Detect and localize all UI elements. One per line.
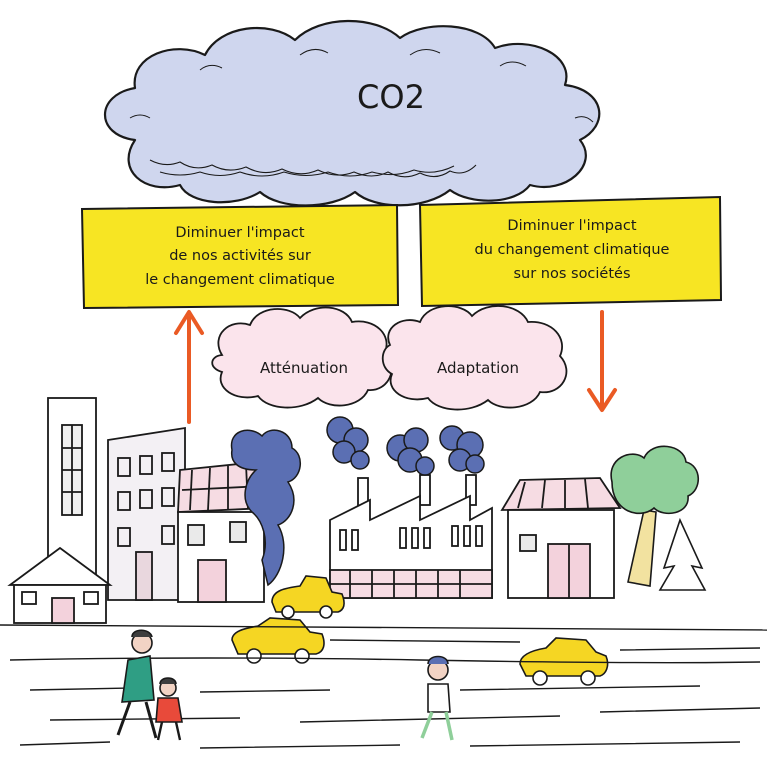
left-town-illustration: [7, 397, 270, 624]
adaptation-goal-box: Diminuer l'impact du changement climatiq…: [418, 195, 723, 308]
adaptation-goal-line-1: Diminuer l'impact: [507, 218, 636, 234]
mitigation-goal-line-1: Diminuer l'impact: [175, 225, 304, 241]
co2-label: CO2: [357, 78, 425, 116]
adult-pedestrian: [116, 629, 158, 739]
adaptation-goal-line-3: sur nos sociétés: [513, 266, 630, 282]
car-right: [519, 637, 609, 686]
mitigation-goal-line-3: le changement climatique: [145, 272, 335, 288]
up-arrow: [174, 310, 204, 424]
mitigation-goal-line-2: de nos activités sur: [169, 248, 311, 264]
co2-cloud: CO2: [104, 19, 601, 207]
car-left-upper: [271, 575, 345, 619]
street: [0, 624, 767, 749]
factory-smoke: [326, 416, 485, 476]
child-pedestrian: [155, 677, 183, 741]
adaptation-cloud: Adaptation: [381, 305, 568, 411]
adaptation-label: Adaptation: [437, 359, 519, 377]
adaptation-goal-line-2: du changement climatique: [475, 242, 670, 258]
mitigation-label: Atténuation: [260, 359, 348, 377]
right-trees: [610, 445, 707, 591]
mitigation-cloud: Atténuation: [211, 306, 393, 409]
mitigation-goal-box: Diminuer l'impact de nos activités sur l…: [80, 203, 400, 310]
walking-pedestrian: [420, 655, 454, 741]
car-middle: [231, 617, 325, 664]
factory: [329, 474, 493, 599]
down-arrow: [587, 310, 617, 412]
left-smoke: [230, 429, 301, 587]
right-house: [500, 477, 622, 599]
